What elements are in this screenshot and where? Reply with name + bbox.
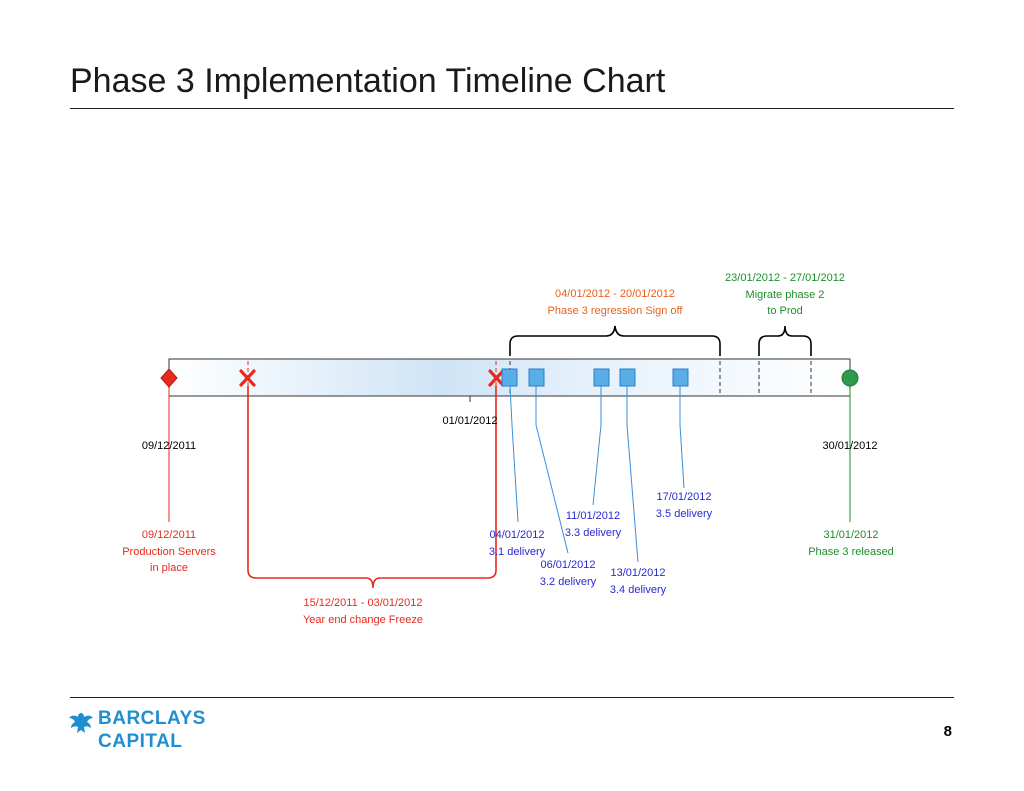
delivery-marker-33	[593, 368, 610, 387]
freeze-label: Year end change Freeze	[303, 614, 423, 626]
logo-line2: CAPITAL	[98, 731, 183, 752]
d31-label: 3.1 delivery	[489, 546, 546, 558]
cross-icon	[239, 369, 256, 387]
d34-date: 13/01/2012	[610, 567, 665, 579]
delivery-marker-34	[619, 368, 636, 387]
delivery-marker-32	[528, 368, 545, 387]
leader-d33	[592, 386, 602, 506]
d33-date: 11/01/2012	[566, 510, 620, 522]
axis-start-label: 09/12/2011	[142, 440, 196, 452]
production-label-1: Production Servers	[122, 546, 216, 558]
footer-divider	[70, 697, 954, 698]
diamond-icon	[160, 368, 178, 388]
migrate-label-2: to Prod	[767, 305, 802, 317]
page-title: Phase 3 Implementation Timeline Chart	[70, 62, 666, 100]
barclays-logo: BARCLAYS CAPITAL	[68, 708, 218, 754]
d33-label: 3.3 delivery	[565, 527, 622, 539]
delivery-marker-31	[501, 368, 518, 387]
logo-line1: BARCLAYS	[98, 708, 206, 729]
d35-label: 3.5 delivery	[656, 508, 713, 520]
regression-label: Phase 3 regression Sign off	[548, 305, 684, 317]
axis-end-label: 30/01/2012	[822, 440, 877, 452]
leader-d35	[679, 386, 685, 489]
freeze-bracket	[247, 386, 497, 589]
eagle-icon	[69, 713, 93, 733]
production-date: 09/12/2011	[142, 529, 196, 541]
migrate-brace	[758, 325, 812, 356]
regression-brace	[509, 325, 721, 356]
d35-date: 17/01/2012	[656, 491, 711, 503]
page-number: 8	[943, 723, 952, 740]
d31-date: 04/01/2012	[489, 529, 544, 541]
migrate-dates: 23/01/2012 - 27/01/2012	[725, 272, 845, 284]
d32-date: 06/01/2012	[540, 559, 595, 571]
axis-mid-label: 01/01/2012	[442, 415, 497, 427]
released-label: Phase 3 released	[808, 546, 894, 558]
leader-d32	[535, 386, 569, 554]
released-date: 31/01/2012	[823, 529, 878, 541]
release-marker	[841, 369, 859, 387]
d32-label: 3.2 delivery	[540, 576, 597, 588]
migrate-label-1: Migrate phase 2	[746, 289, 825, 301]
title-divider	[70, 108, 954, 109]
regression-dates: 04/01/2012 - 20/01/2012	[555, 288, 675, 300]
production-label-2: in place	[150, 562, 188, 574]
freeze-dates: 15/12/2011 - 03/01/2012	[303, 597, 422, 609]
leader-d34	[626, 386, 639, 563]
delivery-marker-35	[672, 368, 689, 387]
leader-d31	[509, 385, 519, 523]
d34-label: 3.4 delivery	[610, 584, 667, 596]
cross-icon	[488, 369, 505, 387]
